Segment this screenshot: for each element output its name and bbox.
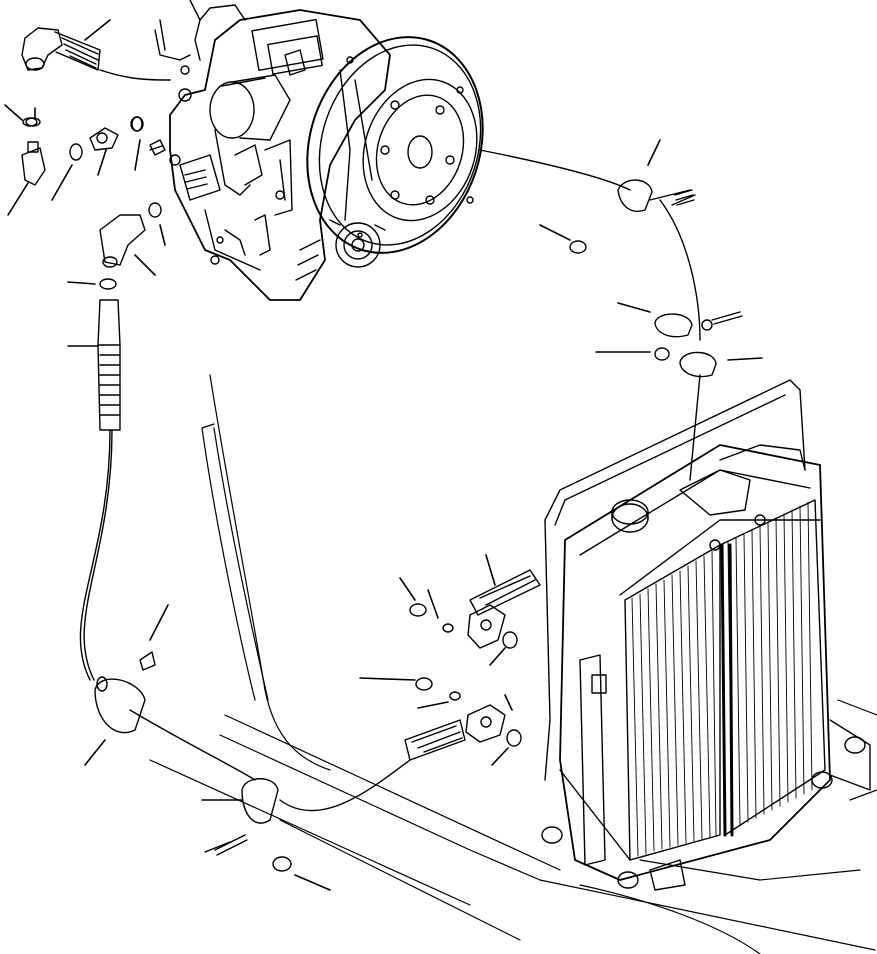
bolt-icon <box>149 145 696 853</box>
o-ring-icon <box>22 116 143 132</box>
hose-icon <box>79 69 701 812</box>
cap-icon <box>611 499 766 551</box>
flywheel-icon <box>306 36 484 254</box>
radiator-icon <box>541 379 871 891</box>
elbow-fitting-icon <box>21 27 166 290</box>
transmission-icon <box>154 0 391 301</box>
clamp-icon <box>94 179 743 872</box>
flange-icon <box>409 603 522 747</box>
callout-leaders <box>4 19 763 891</box>
frame-rails <box>149 374 877 954</box>
